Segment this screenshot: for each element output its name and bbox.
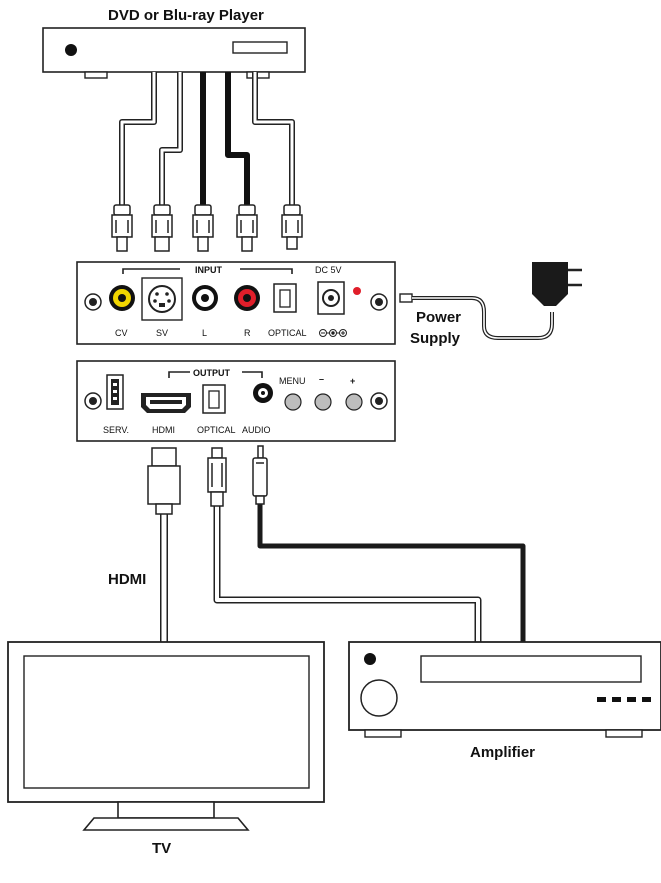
usb-service-port[interactable] (106, 374, 124, 410)
dc-5v-label: DC 5V (315, 265, 342, 275)
amp-power-icon (364, 653, 376, 665)
r-plug-icon (236, 204, 258, 252)
plus-button[interactable] (345, 393, 363, 411)
screw-icon (84, 392, 102, 410)
tv: TV (7, 641, 325, 857)
l-plug-icon (192, 204, 214, 252)
port-label-l: L (202, 328, 207, 338)
sv-port[interactable] (141, 277, 183, 321)
screw-icon (84, 293, 102, 311)
power-supply: Power Supply (399, 262, 582, 347)
menu-button-label: MENU (279, 376, 306, 386)
tv-screen (23, 655, 310, 789)
r-jack[interactable] (234, 285, 260, 311)
amplifier: Amplifier (348, 641, 661, 761)
dvd-player: DVD or Blu-ray Player (42, 7, 306, 79)
disc-slot (232, 41, 288, 54)
input-group-label: INPUT (195, 265, 223, 275)
port-label-cv: CV (115, 328, 128, 338)
audio-plug-icon (252, 445, 268, 505)
menu-button[interactable] (284, 393, 302, 411)
player-cables (119, 72, 295, 208)
minus-button-label: – (319, 374, 324, 384)
minus-button[interactable] (314, 393, 332, 411)
cv-jack[interactable] (109, 285, 135, 311)
audio-jack[interactable] (253, 383, 273, 403)
screw-icon (370, 392, 388, 410)
port-label-hdmi: HDMI (152, 425, 175, 435)
amplifier-label: Amplifier (470, 744, 535, 761)
dc-jack[interactable] (317, 281, 345, 315)
power-supply-label-1: Power (416, 309, 461, 326)
port-label-optical: OPTICAL (268, 328, 307, 338)
hdmi-port[interactable] (141, 393, 191, 413)
power-adapter-icon (532, 262, 568, 306)
port-label-audio: AUDIO (242, 425, 271, 435)
sv-plug-icon (151, 204, 173, 252)
optical-plug-icon (281, 204, 303, 250)
output-cables (160, 500, 526, 642)
dvd-player-label: DVD or Blu-ray Player (108, 7, 264, 24)
output-panel: OUTPUT (76, 360, 396, 442)
port-label-optical-out: OPTICAL (197, 425, 236, 435)
volume-knob-icon (360, 679, 398, 717)
l-jack[interactable] (192, 285, 218, 311)
power-button-icon (65, 44, 77, 56)
rca-plugs (111, 204, 303, 252)
hdmi-plug-icon (147, 447, 181, 515)
amp-display (420, 655, 642, 683)
port-label-r: R (244, 328, 251, 338)
port-label-serv: SERV. (103, 425, 129, 435)
input-panel: INPUT DC 5V (76, 261, 396, 345)
port-label-sv: SV (156, 328, 168, 338)
power-led-icon (353, 287, 361, 295)
optical-in-port[interactable] (273, 283, 297, 313)
plus-button-label: + (350, 376, 355, 386)
cv-plug-icon (111, 204, 133, 252)
optical-out-plug-icon (207, 447, 227, 507)
tv-label: TV (152, 840, 171, 857)
power-supply-label-2: Supply (410, 330, 461, 347)
polarity-icon (319, 329, 347, 337)
hdmi-cable-label: HDMI (108, 571, 146, 588)
output-group-label: OUTPUT (193, 368, 231, 378)
screw-icon (370, 293, 388, 311)
optical-out-port[interactable] (202, 384, 226, 414)
